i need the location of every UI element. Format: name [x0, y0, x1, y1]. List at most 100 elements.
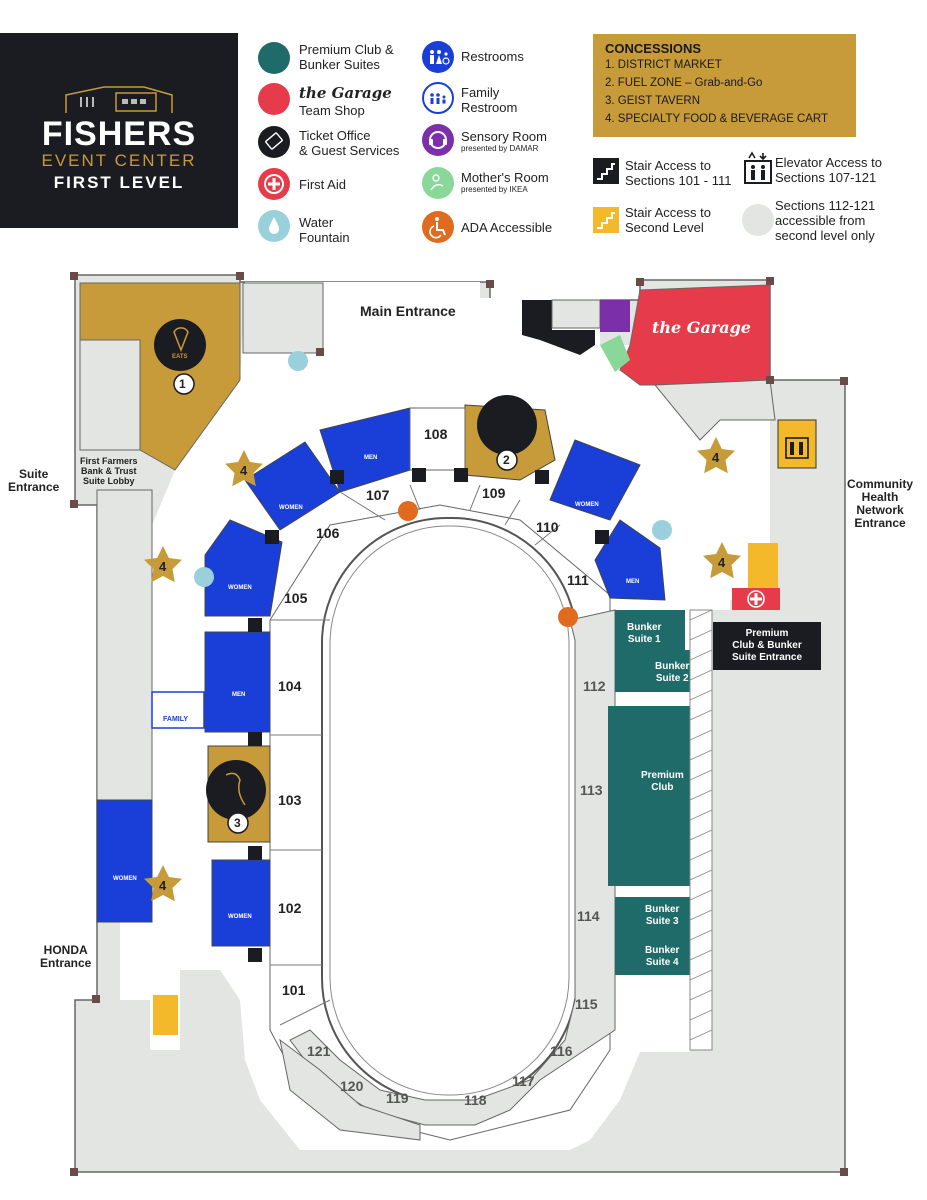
suite-entrance-label2: Entrance	[8, 480, 60, 494]
womens-label: WOMEN	[279, 505, 303, 511]
section-114: 114	[577, 908, 600, 924]
section-118: 118	[464, 1092, 487, 1108]
section-105: 105	[284, 590, 308, 606]
bunker2-label2: Suite 2	[655, 673, 689, 684]
legend-sensory: Sensory Room	[461, 129, 547, 144]
legend-icons-col2	[422, 41, 454, 243]
womens-restroom-ne	[549, 439, 641, 521]
section-102: 102	[278, 900, 302, 916]
section-112: 112	[583, 678, 606, 694]
sensory-room-icon	[422, 124, 454, 156]
womens-label: WOMEN	[113, 876, 137, 882]
fuel-zone-marker	[477, 395, 537, 455]
section-109: 109	[482, 485, 506, 501]
legend-first-aid: First Aid	[299, 177, 346, 192]
legend-premium2: Bunker Suites	[299, 57, 380, 72]
womens-restroom-far-west	[96, 799, 153, 923]
concessions-panel: CONCESSIONS 1. DISTRICT MARKET 2. FUEL Z…	[593, 34, 856, 137]
stair-icons	[248, 468, 609, 962]
concession-item: 1. DISTRICT MARKET	[605, 59, 722, 71]
legend-garage: Team Shop	[299, 103, 365, 118]
ada-markers	[398, 501, 578, 627]
mothers-room-icon	[422, 167, 454, 199]
garage-shop-label: the Garage	[652, 318, 751, 337]
legend-elevator2: Sections 107-121	[775, 170, 877, 185]
legend-water: Water	[299, 215, 334, 230]
legend-icons-col4	[742, 151, 774, 236]
honda-entrance-label2: Entrance	[40, 956, 92, 970]
legend-sections3: second level only	[775, 228, 875, 243]
ticket-office-room	[522, 300, 595, 355]
legend-icons-col1	[258, 42, 290, 242]
main-entrance-label: Main Entrance	[360, 303, 456, 319]
section-113: 113	[580, 782, 603, 798]
legend-mothers: Mother's Room	[461, 170, 549, 185]
bunker3-label: Bunker	[645, 904, 680, 915]
legend-stair2: Stair Access to	[625, 205, 711, 220]
section-110: 110	[536, 519, 559, 535]
section-115: 115	[575, 996, 598, 1012]
bunker4-label2: Suite 4	[645, 957, 679, 968]
bunker2-label: Bunker	[655, 661, 690, 672]
lobby-label2: Bank & Trust	[81, 466, 137, 476]
marker-2: 2	[503, 453, 510, 467]
concession-item: 3. GEIST TAVERN	[605, 95, 701, 107]
family-restroom-room	[151, 691, 205, 729]
marker-4: 4	[159, 878, 167, 893]
section-111: 111	[567, 572, 589, 588]
restrooms-icon	[422, 41, 454, 73]
section-119: 119	[386, 1090, 409, 1106]
mens-label: MEN	[232, 692, 246, 698]
garage-swatch-icon	[258, 83, 290, 115]
club-label: Premium	[641, 770, 684, 781]
legend-sections: Sections 112-121	[775, 198, 876, 213]
premium-entrance-label3: Suite Entrance	[731, 652, 803, 663]
premium-entrance-box	[713, 622, 821, 670]
stair-second-level-east	[748, 543, 778, 588]
honda-entrance-label: HONDA	[43, 943, 88, 957]
legend-restrooms: Restrooms	[461, 49, 524, 64]
ticket-icon	[258, 126, 290, 158]
bunker1-label2: Suite 1	[627, 634, 661, 645]
section-120: 120	[340, 1078, 364, 1094]
elevator-icon	[744, 160, 772, 184]
section-116: 116	[550, 1043, 573, 1059]
marker-4: 4	[159, 559, 167, 574]
premium-entrance-label: Premium	[745, 628, 789, 639]
premium-swatch-icon	[258, 42, 290, 74]
concession-item: 4. SPECIALTY FOOD & BEVERAGE CART	[605, 113, 829, 125]
elevator-box	[777, 419, 817, 469]
logo-panel: FISHERS EVENT CENTER FIRST LEVEL	[0, 33, 238, 228]
lobby-label3: Suite Lobby	[83, 476, 135, 486]
legend-stair1b: Sections 101 - 111	[625, 173, 732, 188]
mens-restroom-west	[204, 631, 271, 733]
marker-4: 4	[712, 450, 720, 465]
legend-ticket2: & Guest Services	[299, 143, 400, 158]
water-markers	[194, 351, 672, 587]
concourse-swatch-icon	[742, 204, 774, 236]
sensory-room	[600, 300, 630, 332]
legend-elevator: Elevator Access to	[775, 155, 882, 170]
section-108: 108	[424, 426, 448, 442]
legend-garage-logo: the Garage	[299, 84, 392, 102]
womens-restroom-sw	[211, 859, 271, 947]
legend-family: Family	[461, 85, 500, 100]
lobby-label: First Farmers	[80, 456, 138, 466]
brand-subtitle: EVENT CENTER	[41, 151, 197, 170]
chn-entrance-label3: Network	[856, 503, 904, 517]
mens-label: MEN	[626, 579, 640, 585]
legend-premium: Premium Club &	[299, 42, 394, 57]
womens-label: WOMEN	[228, 914, 252, 920]
womens-label: WOMEN	[228, 585, 252, 591]
legend-family2: Restroom	[461, 100, 518, 115]
section-103: 103	[278, 792, 302, 808]
chn-entrance-label: Community	[847, 477, 913, 491]
marker-1: 1	[179, 377, 186, 391]
legend-mothers-sub: presented by IKEA	[461, 185, 528, 194]
premium-entrance-label2: Club & Bunker	[732, 640, 802, 651]
brand-name: FISHERS	[41, 115, 197, 153]
section-106: 106	[316, 525, 340, 541]
eats-label: EATS	[172, 354, 188, 360]
club-label2: Club	[651, 782, 674, 793]
specialty-cart-stars	[144, 437, 741, 902]
